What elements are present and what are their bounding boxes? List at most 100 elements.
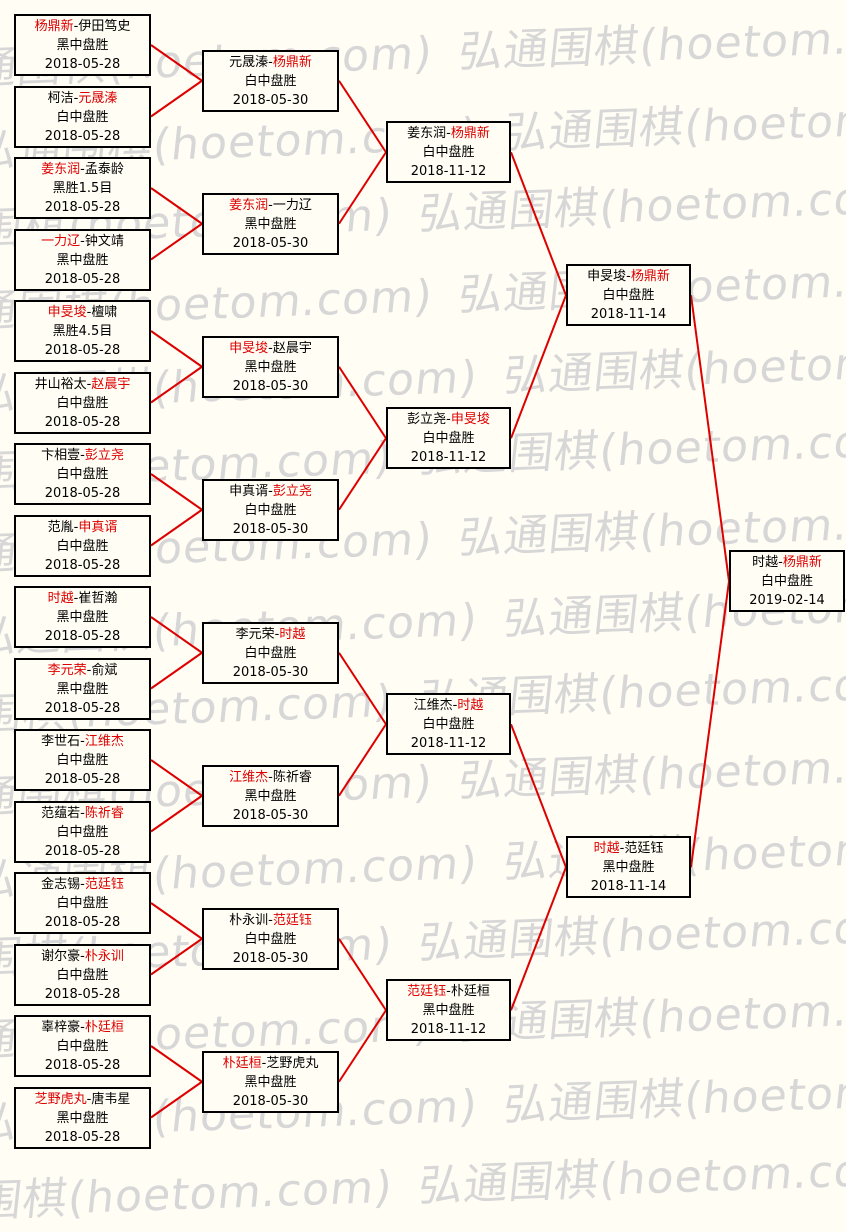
- player-name: 范廷钰: [272, 913, 312, 928]
- player-name: 柯洁: [47, 91, 74, 106]
- match-box: 卞相壹-彭立尧白中盘胜 2018-05-28: [14, 443, 151, 505]
- match-result: 白中盘胜: [56, 1039, 109, 1054]
- match-result: 黑中盘胜: [56, 682, 109, 697]
- match-date: 2018-05-28: [44, 844, 121, 859]
- bracket-connector-line: [150, 508, 203, 547]
- match-date: 2018-05-28: [44, 129, 121, 144]
- player-name: 申真谞: [78, 520, 118, 535]
- player-name: 范胤: [47, 520, 74, 535]
- match-result: 黑中盘胜: [422, 1003, 475, 1018]
- player-name: 江维杰: [229, 770, 269, 785]
- player-name: 时越: [457, 698, 484, 713]
- bracket-connector-line: [338, 723, 387, 797]
- player-name: 范廷钰: [407, 984, 447, 999]
- match-players: 申旻埈-杨鼎新: [587, 269, 670, 284]
- player-name: 朴廷桓: [84, 1020, 124, 1035]
- player-name: 崔哲瀚: [78, 591, 118, 606]
- match-date: 2018-05-30: [232, 951, 309, 966]
- player-name: 时越: [279, 627, 306, 642]
- player-name: 钟文靖: [84, 234, 124, 249]
- player-name: 谢尔豪: [41, 949, 81, 964]
- bracket-connector-line: [510, 866, 567, 1011]
- match-players: 范胤-申真谞: [47, 520, 118, 535]
- match-result: 黑中盘胜: [602, 860, 655, 875]
- player-name: 唐韦星: [91, 1092, 131, 1107]
- bracket-connector-line: [338, 366, 387, 439]
- bracket-connector-line: [338, 80, 387, 153]
- player-name: 申旻埈: [47, 305, 87, 320]
- match-date: 2018-05-28: [44, 200, 121, 215]
- match-date: 2018-11-12: [410, 736, 487, 751]
- match-players: 芝野虎丸-唐韦星: [34, 1092, 131, 1107]
- match-date: 2018-05-28: [44, 629, 121, 644]
- player-name: 朴永训: [229, 913, 269, 928]
- player-name: 元晟溱: [229, 55, 269, 70]
- player-name: 赵晨宇: [272, 341, 312, 356]
- match-result: 白中盘胜: [56, 467, 109, 482]
- match-players: 时越-杨鼎新: [752, 555, 822, 570]
- match-date: 2018-05-28: [44, 415, 121, 430]
- bracket-connector-line: [150, 365, 203, 404]
- match-players: 朴廷桓-芝野虎丸: [222, 1056, 319, 1071]
- player-name: 杨鼎新: [34, 19, 74, 34]
- match-players: 一力辽-钟文靖: [41, 234, 124, 249]
- match-date: 2018-05-28: [44, 57, 121, 72]
- match-date: 2018-05-28: [44, 701, 121, 716]
- player-name: 杨鼎新: [450, 126, 490, 141]
- player-name: 李元荣: [47, 663, 87, 678]
- player-name: 陈祈睿: [272, 770, 312, 785]
- match-date: 2018-05-28: [44, 772, 121, 787]
- player-name: 彭立尧: [407, 412, 447, 427]
- match-players: 彭立尧-申旻埈: [407, 412, 490, 427]
- match-players: 谢尔豪-朴永训: [41, 949, 124, 964]
- match-date: 2018-05-28: [44, 343, 121, 358]
- player-name: 范廷钰: [624, 841, 664, 856]
- player-name: 彭立尧: [84, 448, 124, 463]
- bracket-connector-line: [150, 759, 203, 797]
- player-name: 申真谞: [229, 484, 269, 499]
- match-result: 黑中盘胜: [56, 38, 109, 53]
- bracket-connector-line: [150, 651, 203, 690]
- player-name: 姜东润: [407, 126, 447, 141]
- player-name: 朴永训: [84, 949, 124, 964]
- player-name: 杨鼎新: [782, 555, 822, 570]
- match-date: 2018-05-30: [232, 522, 309, 537]
- match-players: 江维杰-时越: [413, 698, 484, 713]
- bracket-connector-line: [690, 295, 730, 582]
- match-date: 2018-05-28: [44, 486, 121, 501]
- match-players: 卞相壹-彭立尧: [41, 448, 124, 463]
- bracket-connector-lines: [150, 44, 730, 1119]
- match-date: 2018-11-12: [410, 164, 487, 179]
- match-result: 黑中盘胜: [56, 1111, 109, 1126]
- match-players: 元晟溱-杨鼎新: [229, 55, 312, 70]
- player-name: 朴廷桓: [450, 984, 490, 999]
- player-name: 时越: [47, 591, 74, 606]
- match-date: 2018-05-30: [232, 1094, 309, 1109]
- match-players: 姜东润-杨鼎新: [407, 126, 490, 141]
- match-players: 李元荣-时越: [235, 627, 306, 642]
- match-result: 白中盘胜: [244, 74, 297, 89]
- match-players: 辜梓豪-朴廷桓: [41, 1020, 124, 1035]
- match-result: 白中盘胜: [244, 503, 297, 518]
- match-date: 2018-05-30: [232, 379, 309, 394]
- player-name: 一力辽: [272, 198, 312, 213]
- bracket-connector-line: [510, 151, 567, 296]
- player-name: 李元荣: [235, 627, 275, 642]
